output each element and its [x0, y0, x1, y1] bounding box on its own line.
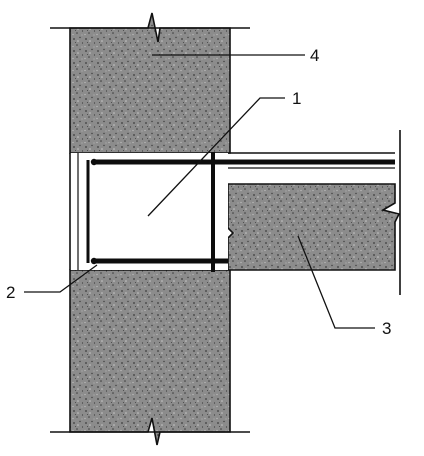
- callout-2: 2: [6, 283, 15, 302]
- callout-3: 3: [382, 319, 391, 338]
- lower-wall: [69, 269, 231, 446]
- callout-4: 4: [310, 46, 319, 65]
- leader-line-2: [24, 264, 98, 293]
- bottom-rebar-end-hook: [90, 257, 98, 265]
- beam-zone: [70, 153, 228, 270]
- leader-line-1: [147, 97, 285, 217]
- callout-1: 1: [292, 89, 301, 108]
- upper-wall: [69, 12, 231, 154]
- leader-line-3: [297, 235, 375, 329]
- top-rebar-end-hook: [90, 158, 98, 166]
- floor-slab: [227, 183, 401, 271]
